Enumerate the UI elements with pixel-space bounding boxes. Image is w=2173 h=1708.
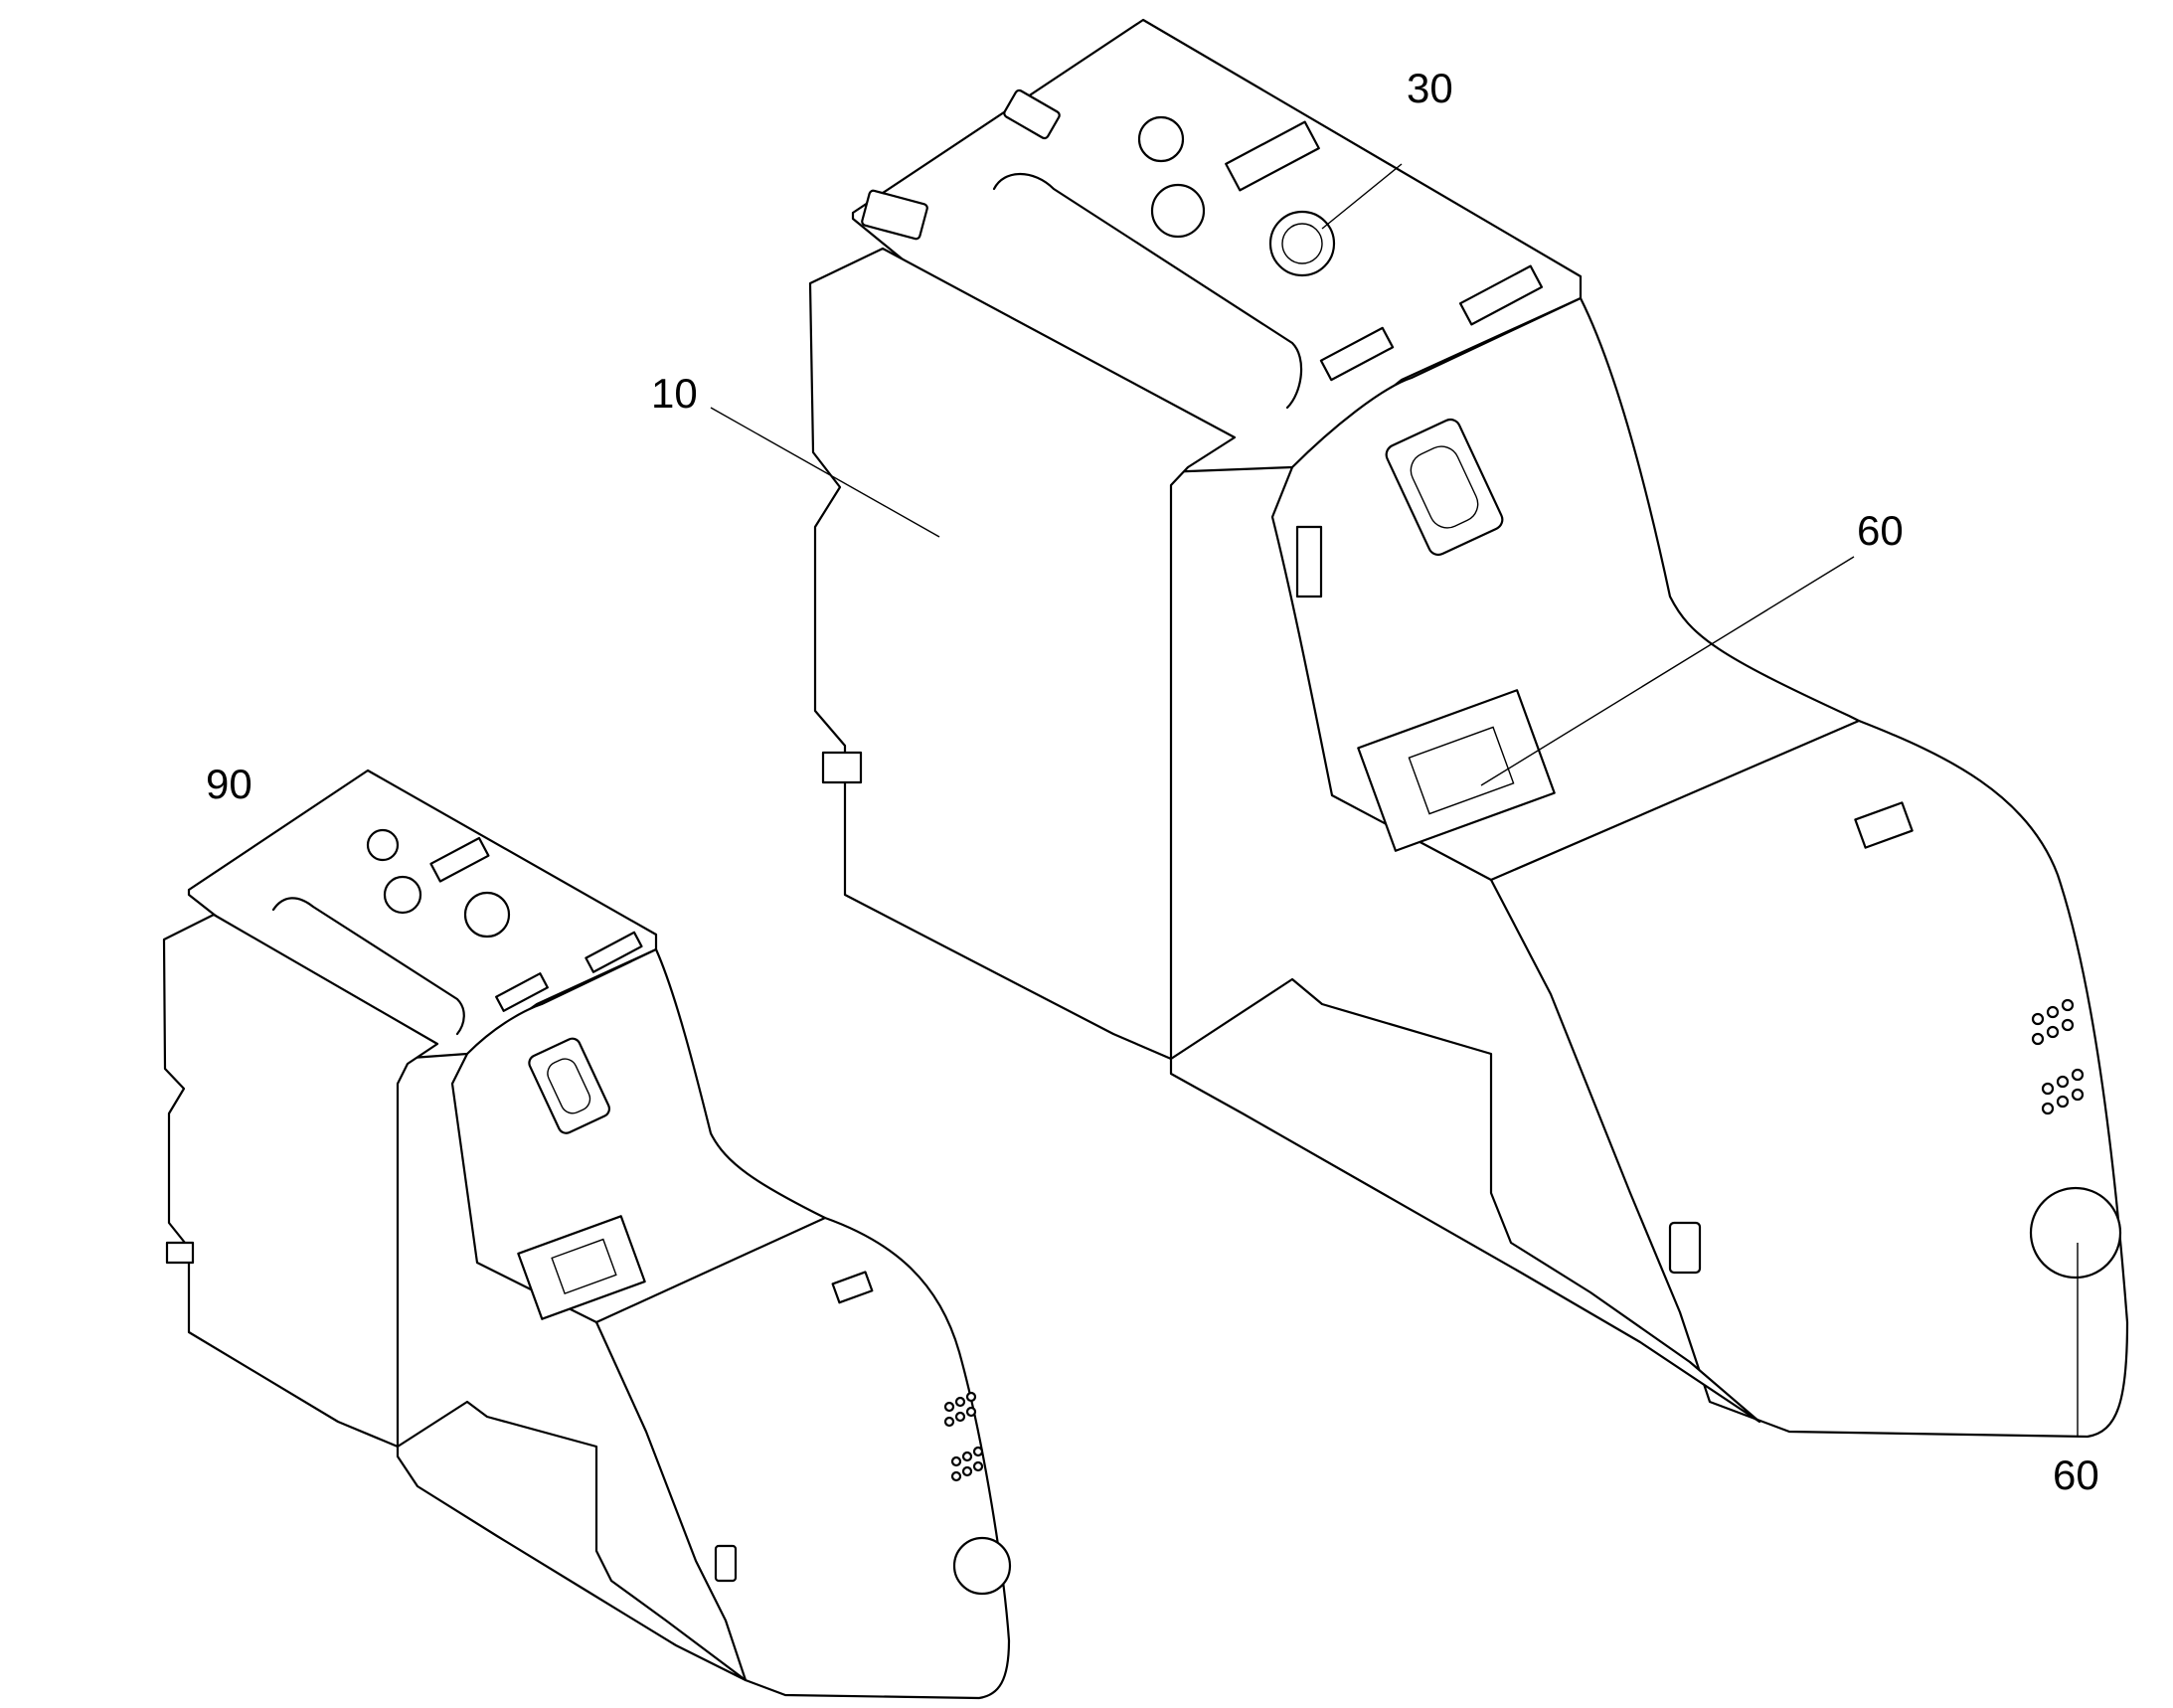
large-round-port	[2029, 1186, 2122, 1280]
large-vents	[2031, 998, 2085, 1115]
small-left-tab	[165, 1241, 195, 1265]
small-vents	[943, 1391, 984, 1482]
large-left-tab	[821, 751, 863, 784]
large-block-3	[1458, 264, 1544, 326]
small-block-2	[495, 972, 549, 1012]
large-block-2	[1319, 326, 1395, 382]
small-inspection-cover	[528, 1037, 611, 1134]
small-block-1	[429, 836, 490, 883]
large-top-tab	[861, 189, 928, 241]
large-inspection-cover	[1385, 418, 1504, 557]
large-hinge	[1003, 88, 1061, 140]
callout-10: 10	[651, 370, 698, 417]
large-front-box	[1489, 719, 2129, 1439]
callout-90: 90	[206, 761, 252, 807]
small-hump-panel	[450, 947, 827, 1334]
large-filler-cap	[1268, 210, 1336, 277]
small-tank-body	[162, 913, 439, 1449]
large-lower-frame	[1169, 977, 1761, 1424]
large-side-bracket	[1295, 525, 1323, 598]
large-access-plate	[1357, 689, 1556, 852]
leader-lines	[710, 163, 2079, 1437]
small-lower-frame	[396, 1400, 748, 1682]
large-block-1	[1225, 120, 1320, 192]
small-pad	[831, 1271, 874, 1304]
small-assembly	[162, 769, 1012, 1700]
small-block-3	[585, 931, 643, 973]
large-post	[1668, 1221, 1702, 1275]
small-post	[714, 1544, 738, 1583]
small-front-box	[594, 1216, 1011, 1700]
leader-60a	[1480, 556, 1855, 786]
large-pad	[1854, 801, 1914, 849]
leader-30	[1321, 163, 1403, 230]
small-handle	[271, 897, 465, 1036]
large-cap-1	[1137, 115, 1185, 163]
callout-60a: 60	[1857, 507, 1904, 554]
small-filler-cap	[463, 891, 511, 939]
leader-10	[710, 407, 940, 538]
large-cap-2	[1150, 183, 1206, 239]
large-handle	[992, 173, 1303, 410]
large-tank-body	[808, 247, 1237, 1061]
small-access-plate	[517, 1215, 646, 1320]
callout-30: 30	[1407, 65, 1453, 111]
small-cap-1	[366, 828, 400, 862]
small-round-port	[952, 1536, 1012, 1596]
small-cap-2	[383, 875, 422, 915]
callout-60b: 60	[2053, 1452, 2099, 1498]
large-assembly	[808, 18, 2129, 1439]
